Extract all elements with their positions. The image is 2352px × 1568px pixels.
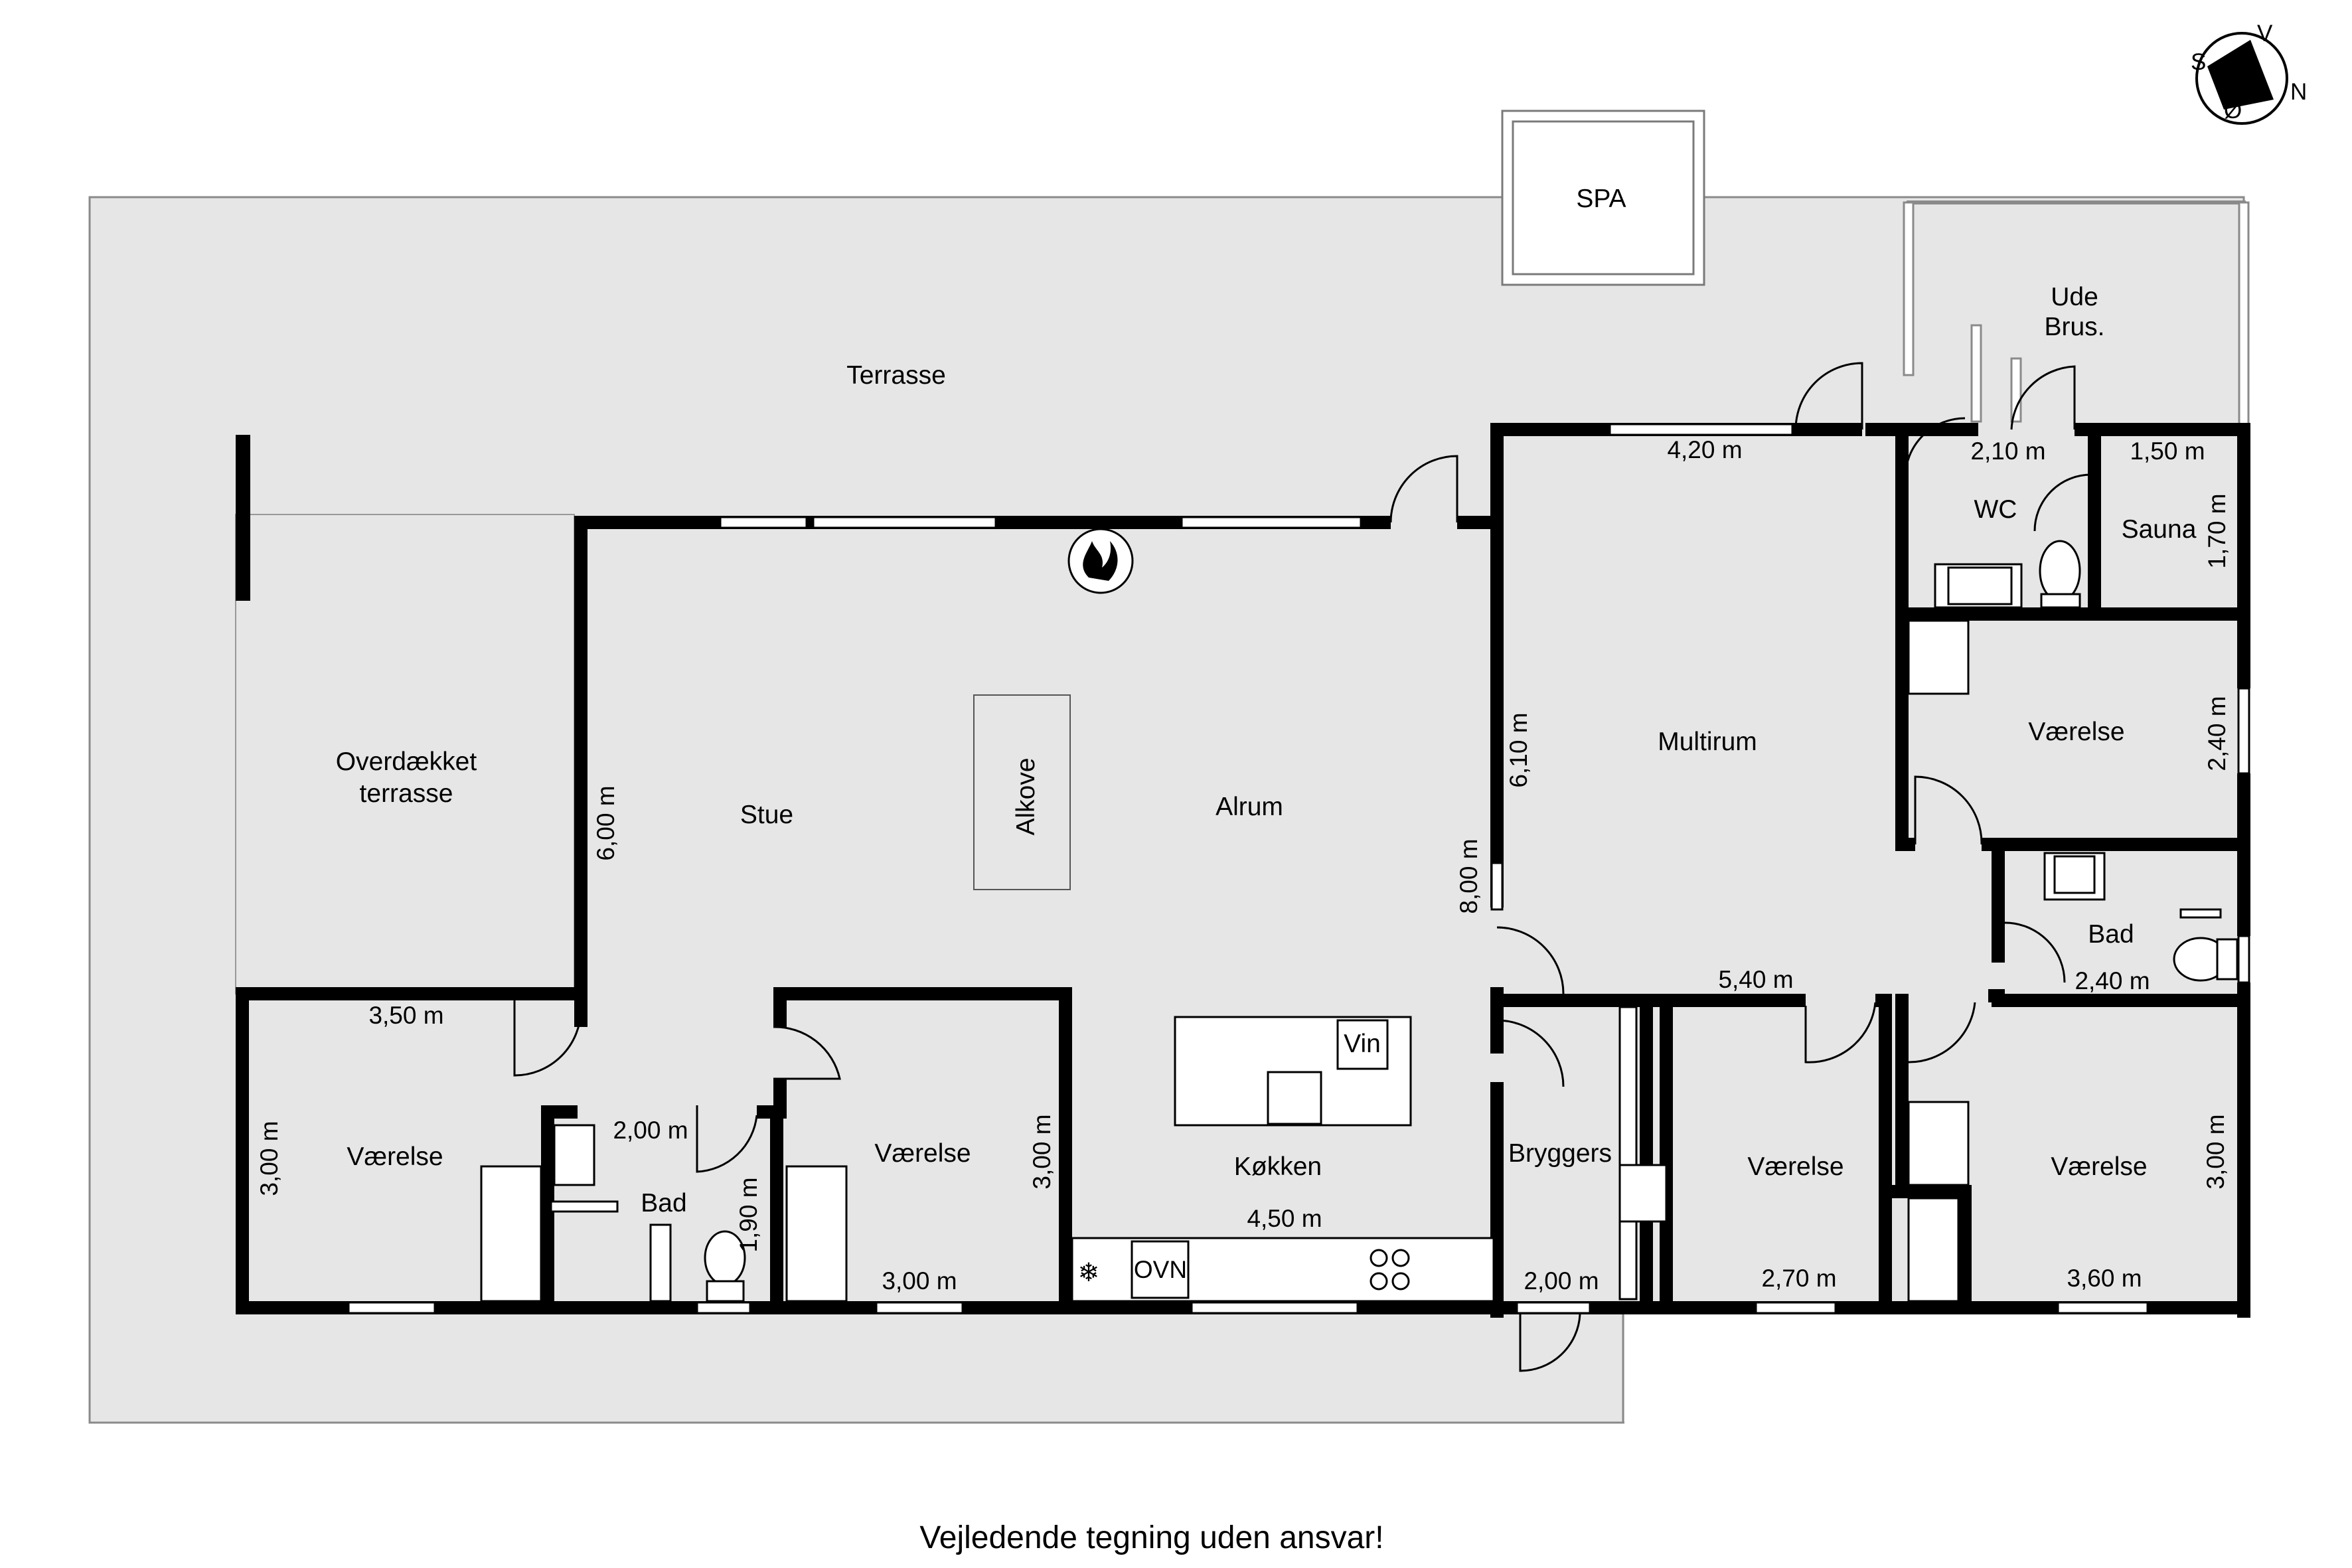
dim-vaerelse-c-side: 3,00 m	[1028, 1114, 1056, 1189]
label-multirum: Multirum	[1658, 728, 1757, 756]
disclaimer-caption: Vejledende tegning uden ansvar!	[919, 1520, 1383, 1555]
label-overdaekket-1: Overdækket	[336, 747, 477, 776]
label-bad-w: Bad	[641, 1189, 686, 1217]
label-sauna: Sauna	[2122, 515, 2197, 544]
dim-bad-e-bottom: 2,40 m	[2075, 967, 2150, 994]
covered-terrace	[235, 514, 575, 994]
dim-wc-top: 2,10 m	[1970, 437, 2045, 465]
compass-n: N	[2290, 79, 2307, 105]
fireplace-icon	[1067, 528, 1134, 594]
label-alrum: Alrum	[1215, 793, 1283, 821]
dim-vaerelse-c-bottom: 3,00 m	[882, 1267, 957, 1294]
fixtures	[480, 540, 2238, 1302]
dim-multirum-top: 4,20 m	[1667, 436, 1742, 463]
dim-alrum-side: 8,00 m	[1455, 838, 1482, 913]
label-vaerelse-c: Værelse	[874, 1139, 971, 1168]
label-vaerelse-se1: Værelse	[1747, 1152, 1843, 1181]
dim-bryggers-bottom: 2,00 m	[1524, 1267, 1599, 1294]
interior-floor	[236, 430, 2244, 1311]
blank-area	[1624, 1311, 2352, 1444]
label-spa: SPA	[1576, 185, 1626, 213]
label-ude-brus-2: Brus.	[2044, 313, 2104, 341]
compass-v: V	[2257, 21, 2273, 46]
compass-icon	[2195, 32, 2288, 125]
freezer-icon: ❄	[1078, 1259, 1100, 1287]
label-vaerelse-ne: Værelse	[2028, 718, 2124, 746]
label-vaerelse-w: Værelse	[347, 1142, 443, 1171]
label-ude-brus-1: Ude	[2051, 283, 2098, 311]
label-overdaekket-2: terrasse	[360, 779, 453, 808]
dim-sauna-side: 1,70 m	[2203, 493, 2231, 568]
label-vin: Vin	[1344, 1030, 1381, 1058]
label-wc: WC	[1974, 495, 2017, 524]
dim-multirum-bottom: 5,40 m	[1718, 966, 1793, 993]
label-bad-e: Bad	[2088, 920, 2134, 949]
dim-vaerelse-se1-bottom: 2,70 m	[1761, 1265, 1836, 1292]
dim-vaerelse-w-top: 3,50 m	[368, 1002, 443, 1029]
doors	[513, 362, 2092, 1372]
dim-vaerelse-ne-side: 2,40 m	[2203, 696, 2231, 771]
dim-koekken-bottom: 4,50 m	[1247, 1205, 1322, 1232]
label-koekken: Køkken	[1234, 1152, 1322, 1181]
compass-oe: Ø	[2224, 98, 2242, 123]
dim-vaerelse-se2-bottom: 3,60 m	[2067, 1265, 2142, 1292]
compass-s: S	[2191, 49, 2206, 75]
dim-bad-w-top: 2,00 m	[613, 1117, 688, 1144]
dim-vaerelse-w-side: 3,00 m	[256, 1121, 283, 1196]
windows	[347, 423, 2250, 1314]
label-terrasse: Terrasse	[846, 361, 946, 390]
dim-sauna-top: 1,50 m	[2130, 437, 2205, 465]
label-alkove: Alkove	[1012, 757, 1040, 835]
dim-stue-side: 6,00 m	[592, 785, 619, 860]
dim-multirum-side: 6,10 m	[1505, 712, 1532, 787]
dim-bad-w-side: 1,90 m	[735, 1177, 762, 1252]
label-vaerelse-se2: Værelse	[2051, 1152, 2147, 1181]
label-stue: Stue	[740, 801, 793, 829]
dim-vaerelse-se2-side: 3,00 m	[2202, 1114, 2229, 1189]
label-ovn: OVN	[1134, 1256, 1187, 1283]
label-bryggers: Bryggers	[1508, 1139, 1612, 1168]
